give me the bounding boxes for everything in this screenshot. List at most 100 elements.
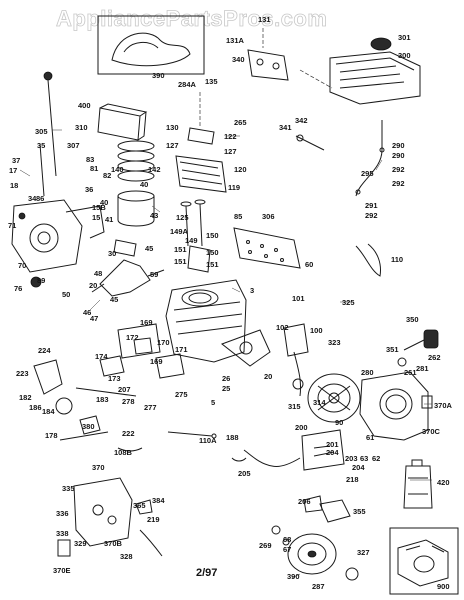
part-callout: 341	[279, 123, 292, 132]
breather-tube	[295, 134, 325, 151]
part-callout: 201	[326, 440, 339, 449]
part-callout: 135	[205, 77, 218, 86]
part-callout: 178	[45, 431, 58, 440]
governor-linkage	[33, 359, 143, 452]
crankshaft	[91, 239, 165, 297]
part-callout: 169	[150, 357, 163, 366]
bracket-assembly	[247, 28, 289, 81]
date-code: 2/97	[196, 567, 217, 579]
part-callout: 323	[328, 338, 341, 347]
part-callout: 70	[18, 261, 26, 270]
part-callout: 151	[206, 260, 219, 269]
engine-block	[165, 279, 271, 367]
part-callout: 3	[250, 286, 254, 295]
part-callout: 60	[305, 260, 313, 269]
part-callout: 45	[145, 244, 153, 253]
part-callout: 390	[287, 572, 300, 581]
part-callout: 34	[28, 194, 37, 203]
part-callout: 131	[258, 15, 271, 24]
part-callout: 314	[313, 398, 326, 407]
part-callout: 45	[110, 295, 118, 304]
part-callout: 36	[85, 185, 93, 194]
rewind-starter	[271, 495, 359, 581]
part-callout: 420	[437, 478, 450, 487]
part-callout: 172	[126, 333, 139, 342]
part-callout: 204	[326, 448, 339, 457]
part-callout: 43	[150, 211, 158, 220]
part-callout: 120	[234, 165, 247, 174]
part-callout: 328	[120, 552, 133, 561]
part-callout: 384	[152, 496, 165, 505]
part-callout: 102	[276, 323, 289, 332]
part-callout: 207	[118, 385, 131, 394]
part-callout: 26	[222, 374, 230, 383]
part-callout: 20	[264, 372, 272, 381]
part-callout: 67	[283, 545, 291, 554]
part-callout: 218	[346, 475, 359, 484]
part-callout: 287	[312, 582, 325, 591]
part-callout: 224	[38, 346, 51, 355]
part-callout: 292	[365, 211, 378, 220]
part-callout: 41	[105, 215, 113, 224]
part-callout: 5	[211, 398, 215, 407]
part-callout: 100	[310, 326, 323, 335]
part-callout: 48	[94, 269, 102, 278]
part-callout: 127	[224, 147, 237, 156]
part-callout: 219	[147, 515, 160, 524]
part-callout: 307	[67, 141, 80, 150]
part-callout: 86	[36, 194, 44, 203]
leader-lines	[19, 129, 432, 579]
part-callout: 380	[82, 422, 95, 431]
part-callout: 291	[365, 201, 378, 210]
part-callout: 295	[361, 169, 374, 178]
ground-wire	[355, 243, 381, 277]
part-callout: 47	[90, 314, 98, 323]
part-callout: 365	[133, 501, 146, 510]
gasket-set-box	[97, 103, 148, 141]
part-callout: 280	[361, 368, 374, 377]
part-callout: 127	[166, 141, 179, 150]
part-callout: 223	[16, 369, 29, 378]
part-callout: 327	[357, 548, 370, 557]
part-callout: 150	[206, 248, 219, 257]
part-callout: 355	[353, 507, 366, 516]
part-callout: 125	[176, 213, 189, 222]
part-callout: 400	[78, 101, 91, 110]
part-callout: 900	[437, 582, 450, 591]
part-callout: 351	[386, 345, 399, 354]
part-callout: 261	[404, 368, 417, 377]
part-callout: 171	[175, 345, 188, 354]
valves	[180, 199, 211, 273]
part-callout: 169	[140, 318, 153, 327]
part-callout: 18	[10, 181, 18, 190]
part-callout: 81	[90, 164, 98, 173]
part-callout: 82	[103, 171, 111, 180]
part-callout: 101	[292, 294, 305, 303]
part-callout: 20	[89, 281, 97, 290]
part-callout: 119	[228, 183, 240, 192]
part-callout: 37	[12, 156, 20, 165]
part-callout: 265	[234, 118, 247, 127]
part-callout: 370B	[104, 539, 123, 548]
part-callout: 290	[392, 151, 405, 160]
ignition-coil	[283, 323, 309, 397]
dipstick-tube	[39, 71, 57, 197]
part-callout: 222	[122, 429, 135, 438]
part-callout: 25	[222, 384, 230, 393]
governor-control	[231, 429, 345, 471]
part-callout: 71	[8, 221, 16, 230]
part-callout: 174	[95, 352, 108, 361]
carburetor	[75, 323, 185, 397]
part-callout: 284A	[178, 80, 197, 89]
part-callout: 68	[283, 535, 291, 544]
recoil-handle	[397, 329, 439, 367]
part-callout: 182	[19, 393, 32, 402]
part-callout: 15B	[92, 203, 106, 212]
fuel-line	[355, 120, 385, 197]
crankcase-cover	[11, 199, 105, 288]
watermark-text: AppliancePartsPros.com	[56, 6, 327, 31]
part-callout: 329	[74, 539, 87, 548]
part-callout: 277	[144, 403, 157, 412]
